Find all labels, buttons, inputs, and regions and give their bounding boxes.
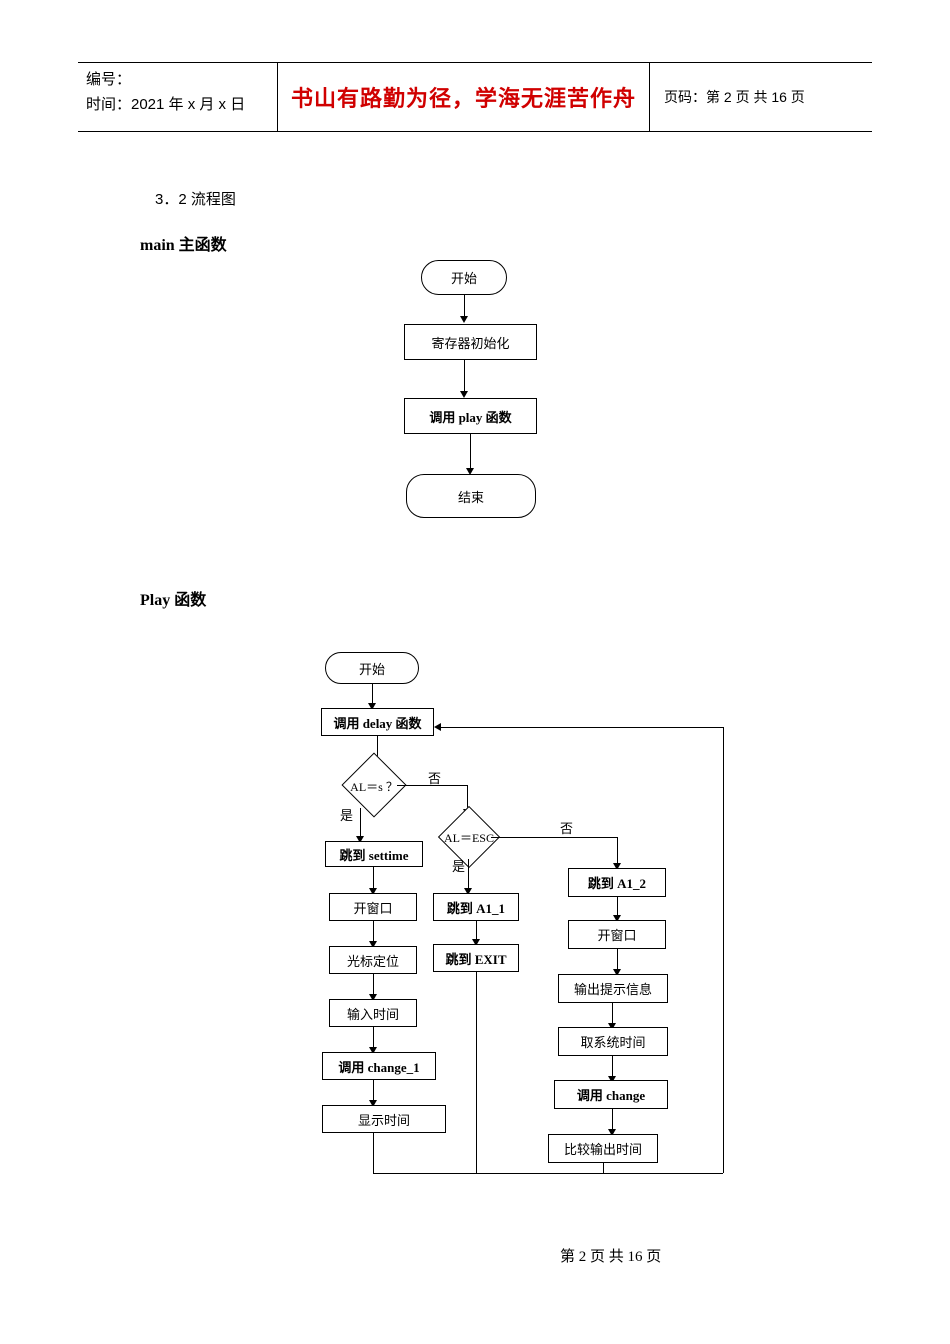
- header-left-cell: 编号： 时间：2021 年 x 月 x 日: [78, 63, 278, 131]
- arrowhead-decision-esc-no: [613, 863, 621, 870]
- connector-play-end: [470, 434, 471, 472]
- play-node-jump-a1-2: 跳到 A1_2: [568, 868, 666, 897]
- connector-cmp-loopdown: [603, 1163, 604, 1173]
- arrowhead-change-cmp: [608, 1129, 616, 1136]
- arrowhead-settime-openwin: [369, 888, 377, 895]
- arrowhead-change1-show: [369, 1100, 377, 1107]
- page-footer: 第 2 页 共 16 页: [560, 1249, 662, 1265]
- play-node-jump-exit: 跳到 EXIT: [433, 944, 519, 972]
- edge-label-no-1: 否: [428, 771, 442, 786]
- arrowhead-openwin2-outmsg: [613, 969, 621, 976]
- connector-openwin-cursor: [373, 921, 374, 945]
- arrowhead-init-play: [460, 391, 468, 398]
- connector-loop-right-up: [723, 727, 724, 1173]
- connector-decision-esc-yes: [468, 859, 469, 892]
- arrowhead-play-end: [466, 468, 474, 475]
- header-time-label: 时间：2021 年 x 月 x 日: [86, 96, 246, 113]
- connector-init-play: [464, 360, 465, 395]
- connector-start-init: [464, 295, 465, 320]
- arrowhead-loop-back-to-delay: [434, 723, 441, 731]
- play-node-input-time: 输入时间: [329, 999, 417, 1027]
- arrowhead-input-change1: [369, 1047, 377, 1054]
- arrowhead-openwin-cursor: [369, 941, 377, 948]
- arrowhead-a12-openwin2: [613, 915, 621, 922]
- connector-change-cmp: [612, 1109, 613, 1133]
- section-number-title: 3．2 流程图: [155, 191, 236, 208]
- play-node-output-message: 输出提示信息: [558, 974, 668, 1003]
- play-node-compare-output-time: 比较输出时间: [548, 1134, 658, 1163]
- connector-input-change1: [373, 1027, 374, 1051]
- arrowhead-a11-exit: [472, 939, 480, 946]
- play-node-call-change: 调用 change: [554, 1080, 668, 1109]
- connector-decision-esc-no: [491, 837, 617, 838]
- connector-play-start-delay: [372, 684, 373, 707]
- connector-delay-decision: [377, 736, 378, 770]
- play-node-open-window-1: 开窗口: [329, 893, 417, 921]
- connector-systime-change: [612, 1056, 613, 1080]
- connector-cursor-input: [373, 974, 374, 998]
- connector-a11-exit: [476, 921, 477, 943]
- connector-loop-top-back: [436, 727, 723, 728]
- connector-change1-show: [373, 1080, 374, 1104]
- connector-decision-s-yes: [360, 808, 361, 840]
- flow-node-call-play: 调用 play 函数: [404, 398, 537, 434]
- edge-label-no-2: 否: [560, 821, 574, 836]
- arrowhead-decision-esc-yes: [464, 888, 472, 895]
- header-code-label: 编号：: [86, 71, 132, 88]
- arrowhead-systime-change: [608, 1076, 616, 1083]
- play-node-show-time: 显示时间: [322, 1105, 446, 1133]
- arrowhead-outmsg-systime: [608, 1023, 616, 1030]
- arrowhead-start-init: [460, 316, 468, 323]
- play-node-jump-settime: 跳到 settime: [325, 841, 423, 867]
- play-node-get-system-time: 取系统时间: [558, 1027, 668, 1056]
- connector-loop-bottom: [373, 1173, 723, 1174]
- header-slogan: 书山有路勤为径，学海无涯苦作舟: [290, 86, 636, 111]
- connector-decision-esc-no-down: [617, 837, 618, 867]
- main-function-title: main 主函数: [140, 237, 227, 254]
- flow-node-register-init: 寄存器初始化: [404, 324, 537, 360]
- play-node-cursor-position: 光标定位: [329, 946, 417, 974]
- connector-exit-loopdown: [476, 972, 477, 1173]
- page-header-table: 编号： 时间：2021 年 x 月 x 日 书山有路勤为径，学海无涯苦作舟 页码…: [78, 62, 872, 132]
- header-right-cell: 页码：第 2 页 共 16 页: [650, 63, 872, 131]
- play-node-jump-a1-1: 跳到 A1_1: [433, 893, 519, 921]
- connector-decision-s-no: [397, 785, 467, 786]
- play-node-start: 开始: [325, 652, 419, 684]
- connector-settime-openwin: [373, 867, 374, 892]
- arrowhead-play-start-delay: [368, 703, 376, 710]
- play-node-call-delay: 调用 delay 函数: [321, 708, 434, 736]
- play-node-call-change-1: 调用 change_1: [322, 1052, 436, 1080]
- arrowhead-cursor-input: [369, 994, 377, 1001]
- connector-a12-openwin2: [617, 897, 618, 919]
- edge-label-yes-1: 是: [340, 808, 354, 823]
- connector-openwin2-outmsg: [617, 949, 618, 973]
- arrowhead-decision-s-yes: [356, 836, 364, 843]
- flow-node-start: 开始: [421, 260, 507, 295]
- play-function-title: Play 函数: [140, 592, 207, 609]
- connector-outmsg-systime: [612, 1003, 613, 1027]
- connector-decision-s-no-down: [467, 785, 468, 813]
- header-middle-cell: 书山有路勤为径，学海无涯苦作舟: [278, 63, 650, 131]
- connector-show-loopdown: [373, 1133, 374, 1173]
- header-page-info: 页码：第 2 页 共 16 页: [664, 89, 805, 105]
- edge-label-yes-2: 是: [452, 859, 466, 874]
- flow-node-end: 结束: [406, 474, 536, 518]
- play-node-open-window-2: 开窗口: [568, 920, 666, 949]
